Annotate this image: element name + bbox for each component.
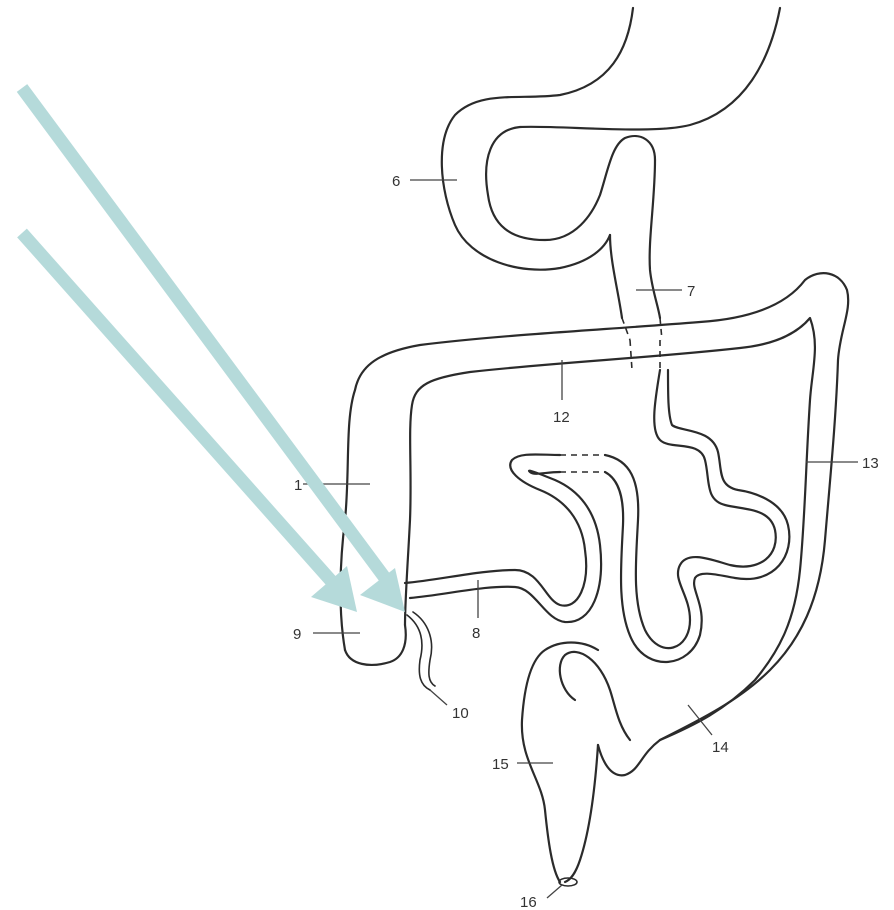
stomach (442, 8, 780, 270)
rectum (522, 643, 630, 887)
duodenum (610, 160, 662, 340)
label-8: 8 (472, 625, 480, 642)
label-14: 14 (712, 739, 729, 756)
label-10: 10 (452, 705, 469, 722)
label-9: 9 (293, 626, 301, 643)
labels: 6 7 12 13 1 8 9 10 14 15 16 (293, 173, 879, 910)
small-intestine (405, 340, 789, 662)
label-7: 7 (687, 283, 695, 300)
label-13: 13 (862, 455, 879, 472)
label-16: 16 (520, 894, 537, 910)
label-1: 1 (294, 477, 302, 494)
arrow-upper-shaft (22, 88, 385, 578)
label-15: 15 (492, 756, 509, 773)
pointer-arrows (22, 88, 405, 612)
label-6: 6 (392, 173, 400, 190)
arrow-lower-shaft (22, 233, 333, 583)
label-12: 12 (553, 409, 570, 426)
